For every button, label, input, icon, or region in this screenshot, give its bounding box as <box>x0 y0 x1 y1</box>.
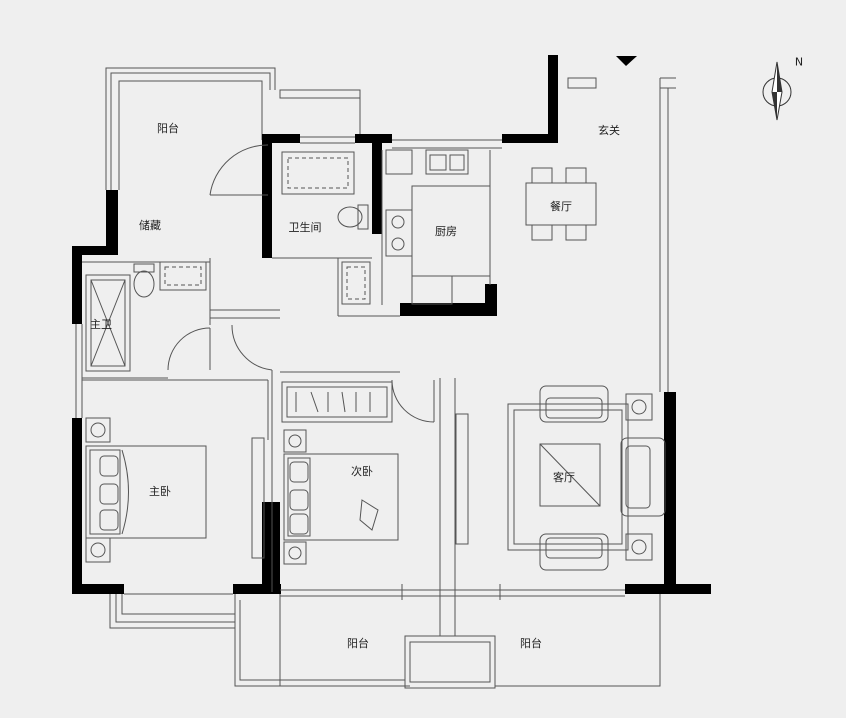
closet <box>251 381 469 559</box>
room-label-dining: 餐厅 <box>550 200 572 213</box>
dining-table <box>525 167 597 241</box>
room-label-bathroom: 卫生间 <box>288 221 322 234</box>
compass-north-label: N <box>794 55 804 69</box>
room-label-kitchen: 厨房 <box>435 225 457 238</box>
entrance-arrow-icon <box>616 56 637 66</box>
master-bed <box>85 417 207 563</box>
room-label-living-room: 客厅 <box>553 471 575 484</box>
walls <box>72 55 711 594</box>
room-label-master-bedroom: 主卧 <box>149 485 171 498</box>
master-bath-fixtures <box>85 261 207 372</box>
room-label-balcony-nw: 阳台 <box>157 122 179 135</box>
room-label-entrance: 玄关 <box>598 124 620 137</box>
room-label-storage: 储藏 <box>139 219 161 232</box>
balcony-south-outline <box>109 592 661 689</box>
room-label-balcony-south-left: 阳台 <box>347 637 369 650</box>
entry-outline <box>567 77 676 392</box>
door-swings <box>167 144 435 423</box>
room-label-balcony-south-right: 阳台 <box>520 637 542 650</box>
bathroom-fixtures <box>281 151 371 305</box>
room-label-second-bedroom: 次卧 <box>351 465 373 478</box>
living-room-furniture <box>507 385 666 571</box>
kitchen-fixtures <box>385 149 491 305</box>
second-bed <box>283 429 399 565</box>
north-compass-icon <box>762 61 792 121</box>
partitions <box>75 136 625 600</box>
balcony-nw-outline <box>105 67 361 190</box>
room-label-master-bath: 主卫 <box>90 318 112 331</box>
